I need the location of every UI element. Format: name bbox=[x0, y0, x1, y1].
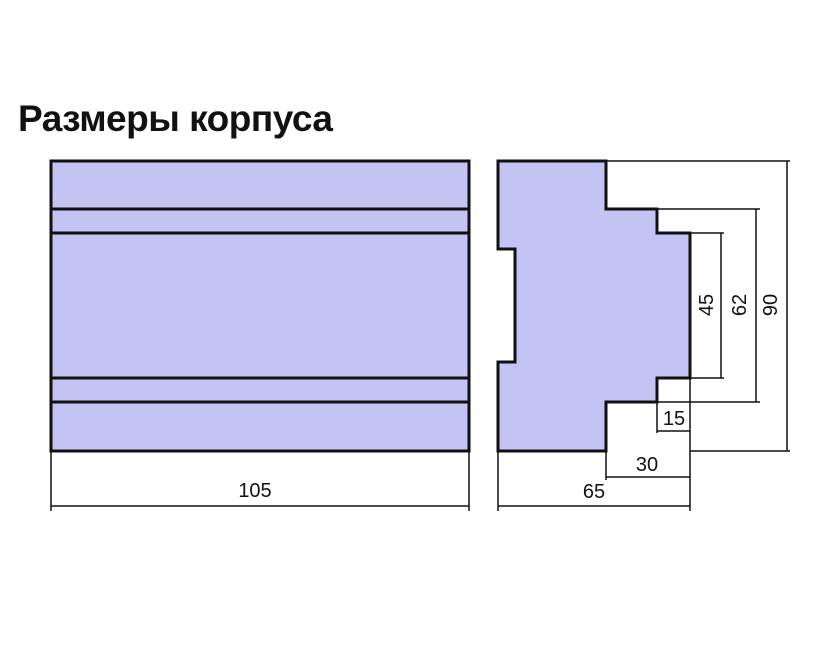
front-view bbox=[49, 159, 471, 511]
side-depth-label: 65 bbox=[583, 481, 605, 503]
height-62-label: 62 bbox=[729, 294, 751, 316]
side-view bbox=[496, 159, 790, 511]
front-body bbox=[49, 159, 471, 453]
side-profile bbox=[496, 159, 692, 453]
step-30-label: 30 bbox=[636, 454, 658, 476]
front-width-label: 105 bbox=[238, 480, 271, 502]
height-45-label: 45 bbox=[696, 294, 718, 316]
height-90-label: 90 bbox=[760, 294, 782, 316]
page-title: Размеры корпуса bbox=[18, 98, 333, 139]
step-15-label: 15 bbox=[663, 408, 685, 430]
